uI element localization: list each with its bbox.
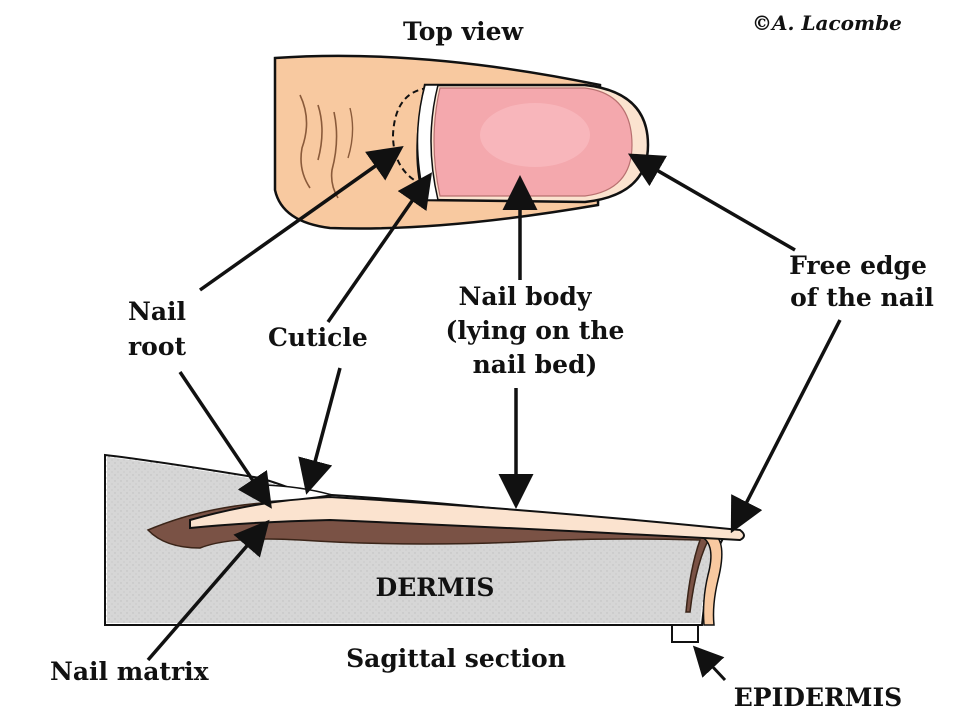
leader-arrows bbox=[146, 145, 842, 682]
arrow-nail-matrix bbox=[146, 519, 270, 662]
nail-body-label-line3: nail bed) bbox=[473, 350, 598, 379]
nail-body-label-line2: (lying on the bbox=[446, 316, 625, 345]
arrow-free-edge-section bbox=[730, 319, 842, 534]
cuticle-section bbox=[261, 484, 333, 503]
nail-matrix-label: Nail matrix bbox=[50, 657, 210, 686]
finger-top-view bbox=[273, 54, 650, 230]
cuticle-band bbox=[416, 84, 439, 201]
sagittal-section bbox=[104, 453, 745, 643]
credit-text: ©A. Lacombe bbox=[752, 11, 902, 35]
free-edge-label-line1: Free edge bbox=[789, 251, 927, 280]
arrow-nail-root-top bbox=[198, 145, 404, 292]
nail-bed-highlight bbox=[480, 103, 590, 167]
knuckle-crease bbox=[317, 104, 323, 161]
epidermis-edge bbox=[700, 532, 723, 626]
knuckle-crease bbox=[347, 107, 354, 159]
epidermis-label: EPIDERMIS bbox=[734, 683, 902, 712]
free-edge-label-line2: of the nail bbox=[790, 283, 934, 312]
sagittal-section-label: Sagittal section bbox=[346, 644, 566, 673]
dermis-label: DERMIS bbox=[376, 573, 495, 602]
arrow-cuticle-top bbox=[326, 172, 432, 323]
arrow-free-edge-top bbox=[627, 153, 796, 252]
labels: ©A. Lacombe Top view Nail root Cuticle N… bbox=[50, 11, 934, 712]
knuckle-crease bbox=[330, 111, 339, 199]
knuckle-crease bbox=[299, 94, 311, 189]
arrow-nail-root-section bbox=[178, 371, 272, 509]
nail-root-label-line1: Nail bbox=[128, 297, 186, 326]
nail-body-label-line1: Nail body bbox=[459, 282, 593, 311]
nail-plate-section bbox=[189, 495, 745, 542]
cuticle-label: Cuticle bbox=[268, 323, 368, 352]
arrow-cuticle-section bbox=[298, 367, 342, 495]
nail-root-label-line2: root bbox=[128, 332, 187, 361]
arrow-epidermis bbox=[692, 645, 727, 682]
epidermis-box bbox=[671, 624, 699, 643]
top-view-label: Top view bbox=[403, 17, 525, 46]
